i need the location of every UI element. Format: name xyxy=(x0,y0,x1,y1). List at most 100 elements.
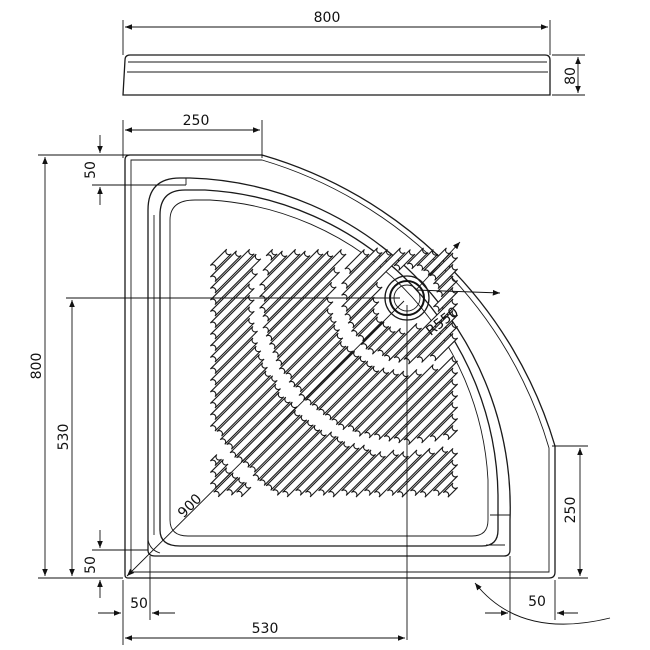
anti-slip-slot xyxy=(288,332,344,388)
anti-slip-slot xyxy=(393,249,416,271)
anti-slip-slot xyxy=(209,337,258,386)
dim-label-bottom-left-rim: 50 xyxy=(130,596,148,612)
anti-slip-slot xyxy=(331,367,390,426)
anti-slip-slot xyxy=(403,309,459,365)
anti-slip-slot xyxy=(318,360,373,416)
anti-slip-slot xyxy=(364,364,439,439)
anti-slip-slot xyxy=(295,340,347,393)
anti-slip-slot xyxy=(219,383,281,445)
centre-lines xyxy=(66,297,408,640)
anti-slip-slot xyxy=(209,268,258,317)
anti-slip-slot xyxy=(236,482,252,498)
anti-slip-slot xyxy=(259,248,324,314)
dim-label-inner-height: 530 xyxy=(56,424,72,451)
dim-tray-height: 80 xyxy=(552,54,585,96)
anti-slip-slot xyxy=(432,286,459,313)
anti-slip-slot xyxy=(387,447,436,496)
anti-slip-slot xyxy=(209,306,255,352)
dim-label-right-offset: 250 xyxy=(563,497,579,524)
anti-slip-slot xyxy=(357,316,383,342)
anti-slip-slot xyxy=(393,378,459,444)
anti-slip-slot xyxy=(318,444,370,496)
anti-slip-slot xyxy=(429,252,459,281)
anti-slip-slot xyxy=(350,308,380,337)
dim-bottom-left-rim: 50 xyxy=(98,556,175,645)
dim-label-tray-height: 80 xyxy=(563,67,579,85)
anti-slip-slot xyxy=(209,362,268,421)
anti-slip-slot xyxy=(209,250,242,283)
anti-slip-slot xyxy=(432,263,459,290)
dim-top-rim: 50 xyxy=(83,135,186,205)
anti-slip-slot xyxy=(328,449,377,498)
anti-slip-slot xyxy=(259,424,321,486)
anti-slip-slot xyxy=(259,248,301,291)
anti-slip-slot xyxy=(341,451,386,496)
dim-top-width: 800 xyxy=(122,10,551,55)
anti-slip-slot xyxy=(209,353,265,409)
anti-slip-slot xyxy=(265,429,327,491)
anti-slip-slot xyxy=(383,323,422,362)
anti-slip-slot xyxy=(419,459,459,498)
anti-slip-slot xyxy=(305,350,360,406)
dim-inner-height: 530 xyxy=(56,300,75,576)
anti-slip-slot xyxy=(249,414,308,473)
anti-slip-slot xyxy=(432,470,459,497)
dim-label-top-rim: 50 xyxy=(83,161,99,179)
anti-slip-slot xyxy=(268,281,337,350)
anti-slip-slot xyxy=(403,390,459,446)
anti-slip-slot xyxy=(410,447,459,496)
anti-slip-slot xyxy=(209,454,222,467)
anti-slip-slot xyxy=(265,248,278,261)
anti-slip-slot xyxy=(262,250,334,322)
anti-slip-slot xyxy=(350,449,400,498)
anti-slip-slot xyxy=(216,375,278,437)
anti-slip-slot xyxy=(236,401,298,463)
dim-label-top-offset: 250 xyxy=(183,113,210,129)
anti-slip-slot xyxy=(377,327,406,357)
anti-slip-slot xyxy=(285,324,340,380)
anti-slip-slot xyxy=(436,275,459,298)
dim-label-diagonal: 900 xyxy=(175,491,205,521)
anti-slip-slot xyxy=(383,367,459,442)
anti-slip-slot xyxy=(324,365,380,421)
anti-slip-slot xyxy=(337,368,400,431)
anti-slip-slot xyxy=(341,249,393,301)
anti-slip-slot xyxy=(275,308,334,366)
anti-slip-slot xyxy=(242,409,301,468)
side-view xyxy=(122,54,551,96)
anti-slip-slot xyxy=(406,247,429,270)
anti-slip-slot xyxy=(262,250,288,276)
anti-slip-slot xyxy=(367,326,396,355)
anti-slip-slot xyxy=(344,281,383,321)
anti-slip-slot xyxy=(311,355,367,411)
anti-slip-slot xyxy=(416,249,439,271)
dim-diagonal: 900 xyxy=(126,300,405,577)
anti-slip-slot xyxy=(272,431,337,496)
anti-slip-slot xyxy=(298,345,354,401)
anti-slip-slot xyxy=(209,459,229,478)
anti-slip-slot xyxy=(209,294,255,340)
dim-top-offset: 250 xyxy=(122,113,263,158)
dim-left-height: 800 xyxy=(29,154,130,579)
dim-label-bottom-rim: 50 xyxy=(83,556,99,574)
anti-slip-slot xyxy=(226,477,245,496)
anti-slip-slot xyxy=(442,482,459,498)
anti-slip-slot xyxy=(209,467,232,490)
dim-right-offset: 250 xyxy=(552,445,588,579)
dim-right-rim: 50 xyxy=(485,556,578,620)
anti-slip-slot xyxy=(416,321,459,363)
anti-slip-slot xyxy=(396,446,449,498)
dim-label-left-height: 800 xyxy=(29,353,45,380)
anti-slip-slot xyxy=(360,321,390,350)
anti-slip-slot xyxy=(429,332,459,362)
anti-slip-slot xyxy=(373,355,459,441)
anti-slip-slot xyxy=(252,419,314,481)
anti-slip-slot xyxy=(347,296,380,329)
anti-slip-slot xyxy=(209,317,255,363)
anti-slip-slot xyxy=(272,296,334,358)
anti-slip-slot xyxy=(209,283,255,329)
anti-slip-slot xyxy=(209,248,255,294)
anti-slip-slot xyxy=(209,253,262,306)
